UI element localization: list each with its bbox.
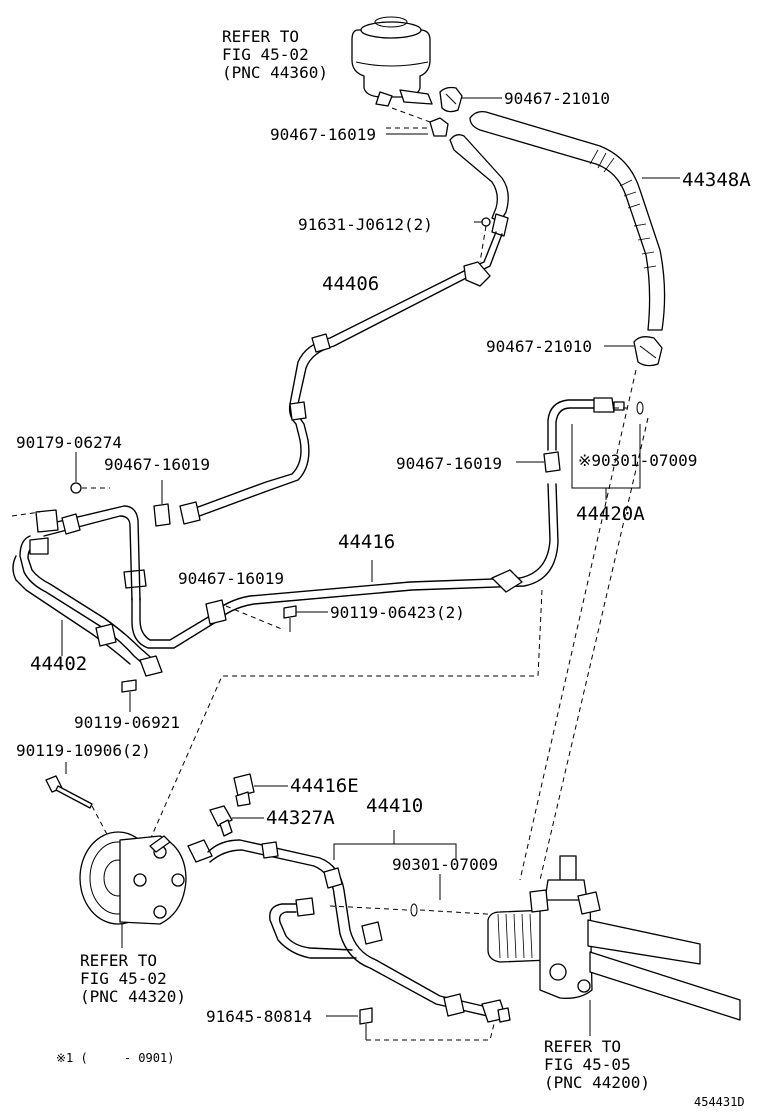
power-steering-pump[interactable] [79,831,187,925]
bolt-90119-06921[interactable] [121,679,137,712]
refer-reservoir-line-1: REFER TO [222,27,299,46]
bolt-90119-10906[interactable] [45,775,93,809]
union-44327a[interactable] [209,805,233,837]
label-tube-44416[interactable]: 44416 [338,531,395,553]
label-clip-90467-16019-top[interactable]: 90467-16019 [270,125,376,144]
label-hose-44348a[interactable]: 44348A [682,169,751,191]
bolt-91645-80814[interactable] [359,1007,373,1040]
bolt-90119-06423[interactable] [283,605,297,632]
steering-gear[interactable] [487,855,741,1021]
clip-90467-16019-top[interactable] [429,117,449,137]
refer-reservoir-line-3: (PNC 44360) [222,63,328,82]
return-tube-44402[interactable] [12,505,163,677]
label-oring-90301-07009-right[interactable]: ※90301-07009 [578,451,697,470]
label-clip-90467-16019-lower[interactable]: 90467-16019 [178,569,284,588]
label-bolt-90119-06423[interactable]: 90119-06423(2) [330,603,465,622]
label-union-44327a[interactable]: 44327A [266,807,335,829]
label-tube-44420a[interactable]: 44420A [576,503,645,525]
refer-gear-line-3: (PNC 44200) [544,1073,650,1092]
clip-90467-16019-left[interactable] [153,503,171,527]
label-oring-90301-07009-lower[interactable]: 90301-07009 [392,855,498,874]
return-hose-44348a[interactable] [469,110,666,331]
refer-pump-line-1: REFER TO [80,951,157,970]
label-hose-44410[interactable]: 44410 [366,795,423,817]
label-clip-90467-16019-left[interactable]: 90467-16019 [104,455,210,474]
diagram-id: 454431D [694,1095,745,1109]
refer-pump-line-2: FIG 45-02 [80,969,167,988]
label-clip-90467-21010-top[interactable]: 90467-21010 [504,89,610,108]
label-bolt-90119-10906[interactable]: 90119-10906(2) [16,741,151,760]
clip-90467-21010-top[interactable] [439,86,463,113]
label-bolt-90119-06921[interactable]: 90119-06921 [74,713,180,732]
tube-44420a[interactable] [547,397,625,451]
refer-gear-line-1: REFER TO [544,1037,621,1056]
label-bolt-91631-j0612[interactable]: 91631-J0612(2) [298,215,433,234]
pressure-hose-44410[interactable] [187,839,511,1023]
label-clip-90467-21010-mid[interactable]: 90467-21010 [486,337,592,356]
label-grommet-90179-06274[interactable]: 90179-06274 [16,433,122,452]
oring-90301-07009-right[interactable] [636,401,644,415]
refer-pump-line-3: (PNC 44320) [80,987,186,1006]
label-tube-44402[interactable]: 44402 [30,653,87,675]
clip-90467-21010-mid[interactable] [633,336,663,367]
pressure-tube-44416[interactable] [123,483,559,649]
label-clip-90467-16019-right[interactable]: 90467-16019 [396,454,502,473]
label-union-44416e[interactable]: 44416E [290,775,359,797]
union-44416e[interactable] [233,773,255,807]
footnote: ※1 ( - 0901) [56,1051,174,1065]
label-bolt-91645-80814[interactable]: 91645-80814 [206,1007,312,1026]
bolt-91631-j0612[interactable] [481,217,491,227]
refer-reservoir-line-2: FIG 45-02 [222,45,309,64]
grommet-90179-06274[interactable] [70,482,82,494]
oring-90301-07009-lower[interactable] [410,903,418,917]
refer-gear-line-2: FIG 45-05 [544,1055,631,1074]
clip-90467-16019-right[interactable] [543,451,561,473]
label-tube-44406[interactable]: 44406 [322,273,379,295]
reservoir-tank[interactable] [351,16,433,107]
pressure-tube-44406[interactable] [179,134,509,525]
